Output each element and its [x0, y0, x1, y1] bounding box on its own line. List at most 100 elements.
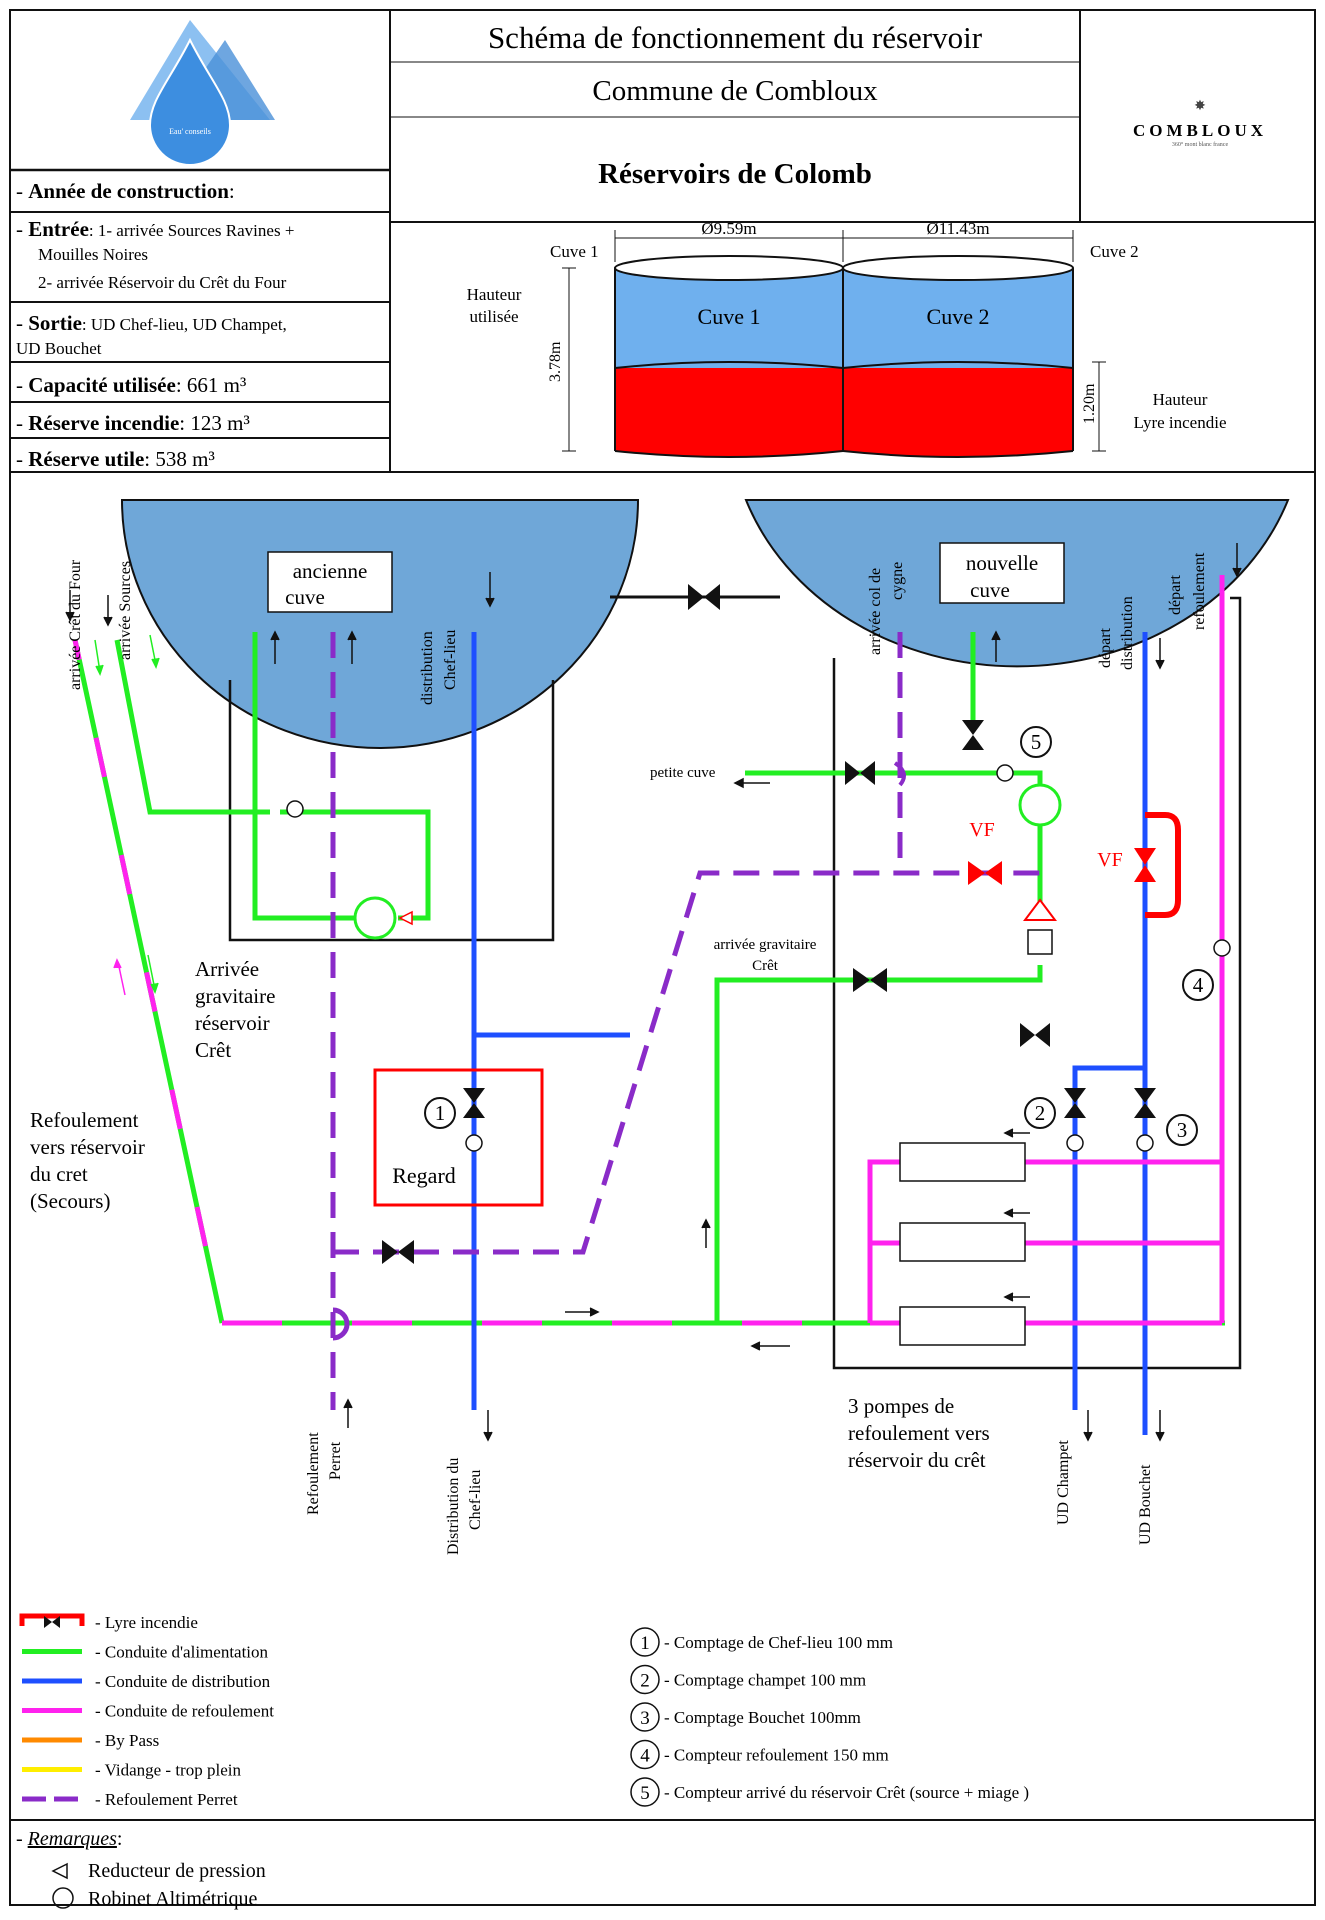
legend-meter-label: - Comptage de Chef-lieu 100 mm [664, 1633, 893, 1652]
legend-meter-circle [630, 1664, 660, 1695]
perret-pipes [330, 632, 1040, 1410]
arrivee-col-cygne-2: cygne [889, 562, 906, 600]
legend-meter-num: 3 [640, 1708, 650, 1729]
entree-line2: Mouilles Noires [38, 245, 148, 264]
legend-meter-num: 5 [640, 1783, 650, 1804]
nouvelle-cuve-2: cuve [970, 578, 1010, 602]
legend-item-label: - Conduite de refoulement [95, 1702, 274, 1721]
page-title: Schéma de fonctionnement du réservoir [488, 20, 983, 55]
legend-item-label: - By Pass [95, 1731, 159, 1750]
legend: - Lyre incendie- Conduite d'alimentation… [19, 1613, 1029, 1809]
arrivee-gravitaire-4: Crêt [195, 1038, 231, 1062]
depart-refoulement-2: refoulement [1191, 552, 1208, 630]
ud-bouchet: UD Bouchet [1137, 1464, 1154, 1545]
reducer-icon [51, 1862, 68, 1880]
schema-area: ancienne cuve nouvelle cuve [30, 499, 1290, 1555]
cuve1-label: Cuve 1 [698, 304, 761, 329]
header-frame [9, 9, 1316, 1906]
legend-meter-circle [630, 1702, 660, 1732]
depart-distribution-2: distribution [1119, 596, 1136, 670]
height-total: 3.78m [547, 341, 564, 382]
legend-meter-label: - Comptage Bouchet 100mm [664, 1708, 861, 1727]
legend-meter-num: 1 [640, 1633, 650, 1654]
arrivee-cret-four: arrivée Crêt du Four [67, 559, 84, 690]
legend-item-label: - Conduite de distribution [95, 1672, 271, 1691]
ancienne-cuve-1: ancienne [293, 559, 368, 583]
entree-line1: : 1- arrivée Sources Ravines + [89, 221, 295, 240]
arrivee-gravitaire-cret-2: Crêt [752, 958, 779, 974]
sortie-line2: UD Bouchet [16, 339, 102, 358]
height-fire: 1.20m [1081, 383, 1098, 424]
refoulement-perret-1: Refoulement [305, 1432, 322, 1515]
svg-text:- Sortie: UD Chef-lieu, UD Cha: - Sortie: UD Chef-lieu, UD Champet, [16, 311, 287, 335]
svg-text:- Réserve utile: 538 m³: - Réserve utile: 538 m³ [16, 447, 215, 471]
incendie-label: Réserve incendie [28, 411, 179, 435]
entree-line3: 2- arrivée Réservoir du Crêt du Four [38, 273, 287, 292]
legend-meter-num: 2 [640, 1671, 650, 1692]
meter-num-4: 4 [1193, 973, 1204, 997]
capacite-value: : 661 m³ [176, 373, 246, 397]
year-label: Année de construction [28, 179, 229, 203]
tank-section: Ø9.59m Ø11.43m Cuve 1 Cuve 2 Cuve 1 Cuve… [467, 219, 1227, 458]
legend-swatch-lyre [19, 1613, 85, 1626]
svg-text:- Année de construction:: - Année de construction: [16, 179, 235, 203]
refoulement-1: Refoulement [30, 1108, 139, 1132]
legend-item-label: - Conduite d'alimentation [95, 1643, 269, 1662]
remark-robinet: Robinet Altimétrique [88, 1888, 258, 1910]
legend-item-label: - Refoulement Perret [95, 1790, 238, 1809]
sortie-label: Sortie [28, 311, 82, 335]
ancienne-cuve-2: cuve [285, 585, 325, 609]
vf-left: VF [969, 819, 995, 841]
refoulement-perret-2: Perret [327, 1441, 344, 1480]
logo-right-tag: 360° mont blanc france [1172, 141, 1229, 148]
arrivee-gravitaire-1: Arrivée [195, 957, 259, 981]
legend-meter-circle [630, 1739, 660, 1770]
pompes-2: refoulement vers [848, 1421, 990, 1445]
incendie-value: : 123 m³ [179, 411, 249, 435]
meter-num-1: 1 [435, 1101, 446, 1125]
remark-reducteur: Reducteur de pression [88, 1860, 266, 1882]
remarks-title: Remarques [27, 1828, 117, 1850]
combloux-logo: ✸ COMBLOUX 360° mont blanc france [1133, 99, 1263, 148]
gate-valves [382, 584, 1156, 1264]
meter-num-3: 3 [1177, 1118, 1188, 1142]
vf-right: VF [1097, 849, 1123, 871]
refoulement-4: (Secours) [30, 1189, 110, 1213]
svg-text:- Réserve incendie: 123 m³: - Réserve incendie: 123 m³ [16, 411, 250, 435]
arrivee-sources: arrivée Sources [117, 561, 134, 660]
svg-text:- Entrée: 1- arrivée Sources R: - Entrée: 1- arrivée Sources Ravines + [16, 217, 294, 241]
schema-vertical-labels: arrivée Crêt du Four arrivée Sources dis… [67, 552, 1208, 1555]
pompes-3: réservoir du crêt [848, 1448, 986, 1472]
legend-meter-label: - Compteur refoulement 150 mm [664, 1746, 889, 1765]
legend-meter-circle [630, 1627, 660, 1657]
lyre-incendie-pipe [1145, 812, 1181, 918]
commune-title: Commune de Combloux [592, 75, 878, 107]
logo-left-text: Eau' conseils [169, 127, 211, 136]
cuve1-side-label: Cuve 1 [550, 242, 599, 261]
meter-num-2: 2 [1035, 1101, 1046, 1125]
vf-valves [968, 848, 1156, 885]
arrivee-gravitaire-3: réservoir [195, 1011, 270, 1035]
hauteur-lyre-2: Lyre incendie [1134, 413, 1227, 432]
legend-meter-num: 4 [640, 1746, 650, 1767]
distribution-chef-lieu-1: distribution [419, 631, 436, 705]
ud-champet: UD Champet [1055, 1440, 1072, 1525]
legend-meter-label: - Compteur arrivé du réservoir Crêt (sou… [664, 1783, 1029, 1802]
legend-meter-circle [630, 1777, 660, 1807]
svg-text:- Capacité utilisée: 661 m³: - Capacité utilisée: 661 m³ [16, 373, 246, 397]
depart-distribution-1: départ [1097, 627, 1114, 668]
legend-meter-label: - Comptage champet 100 mm [664, 1671, 866, 1690]
eau-conseils-logo: Eau' conseils [130, 20, 275, 166]
arrivee-gravitaire-cret-1: arrivée gravitaire [714, 937, 817, 953]
feeder-lines [72, 639, 1225, 1326]
meters [286, 764, 1231, 1152]
refoulement-3: du cret [30, 1162, 88, 1186]
distribution-pipes [471, 632, 1148, 1435]
meter-numbers [424, 726, 1214, 1146]
regard-box [373, 1068, 544, 1207]
hauteur-utilisee-2: utilisée [469, 307, 518, 326]
distribution-chef-lieu-2: Chef-lieu [442, 630, 459, 690]
sortie-line1: : UD Chef-lieu, UD Champet, [82, 315, 287, 334]
